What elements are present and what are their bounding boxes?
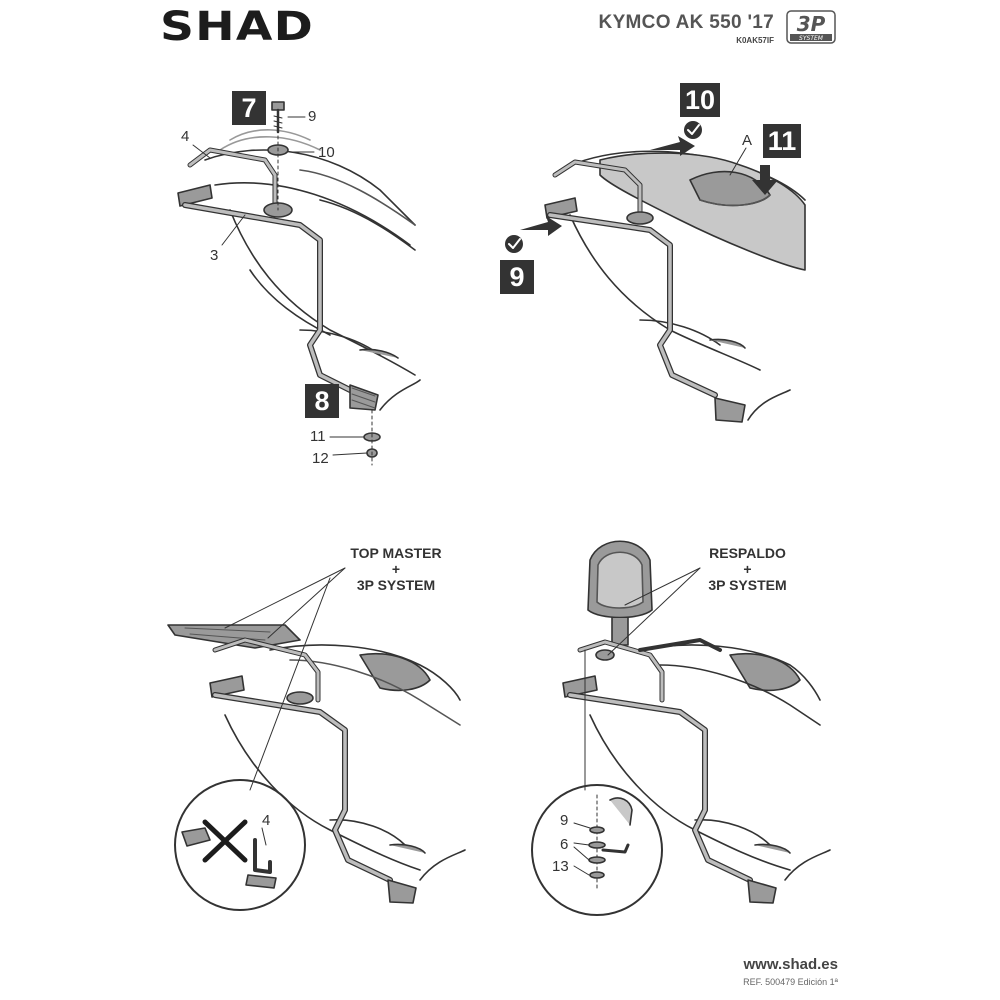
panel2-drawing — [505, 121, 806, 423]
top-master-callout: TOP MASTER + 3P SYSTEM — [336, 545, 456, 593]
part-11-label: 11 — [310, 428, 326, 445]
part-3-label: 3 — [210, 247, 219, 264]
panel1-drawing — [177, 101, 421, 466]
detail-part-6-label: 6 — [560, 836, 569, 853]
detail-part-9-label: 9 — [560, 812, 569, 829]
callout-line-2: + — [743, 561, 752, 577]
step-9-label: 9 — [500, 260, 534, 294]
model-code: K0AK57IF — [736, 36, 774, 45]
respaldo-callout: RESPALDO + 3P SYSTEM — [690, 545, 805, 593]
part-4-label: 4 — [181, 128, 190, 145]
part-10-label: 10 — [318, 144, 335, 161]
callout-line-3: 3P SYSTEM — [356, 577, 436, 593]
detail-part-4-label: 4 — [262, 812, 271, 829]
detail-part-13-label: 13 — [552, 858, 569, 875]
reference-edition: REF. 500479 Edición 1ª — [743, 977, 838, 987]
callout-line-1: TOP MASTER — [350, 545, 442, 561]
label-a: A — [742, 132, 753, 149]
part-12-label: 12 — [312, 450, 329, 467]
callout-line-2: + — [391, 561, 401, 577]
step-7-label: 7 — [232, 91, 266, 125]
panel3-drawing — [167, 567, 466, 911]
3p-system-badge: 3P SYSTEM — [786, 10, 836, 44]
step-11-label: 11 — [763, 124, 801, 158]
part-9-label: 9 — [308, 108, 317, 125]
shad-logo: SHAD — [160, 4, 314, 50]
model-title: KYMCO AK 550 '17 — [598, 12, 774, 33]
badge-sub-text: SYSTEM — [799, 35, 824, 42]
callout-line-3: 3P SYSTEM — [708, 577, 787, 593]
callout-line-1: RESPALDO — [709, 545, 786, 561]
step-10-label: 10 — [680, 83, 720, 117]
website-link[interactable]: www.shad.es — [743, 956, 838, 973]
step-8-label: 8 — [305, 384, 339, 418]
badge-main-text: 3P — [797, 12, 826, 36]
panel4-drawing — [531, 540, 831, 916]
